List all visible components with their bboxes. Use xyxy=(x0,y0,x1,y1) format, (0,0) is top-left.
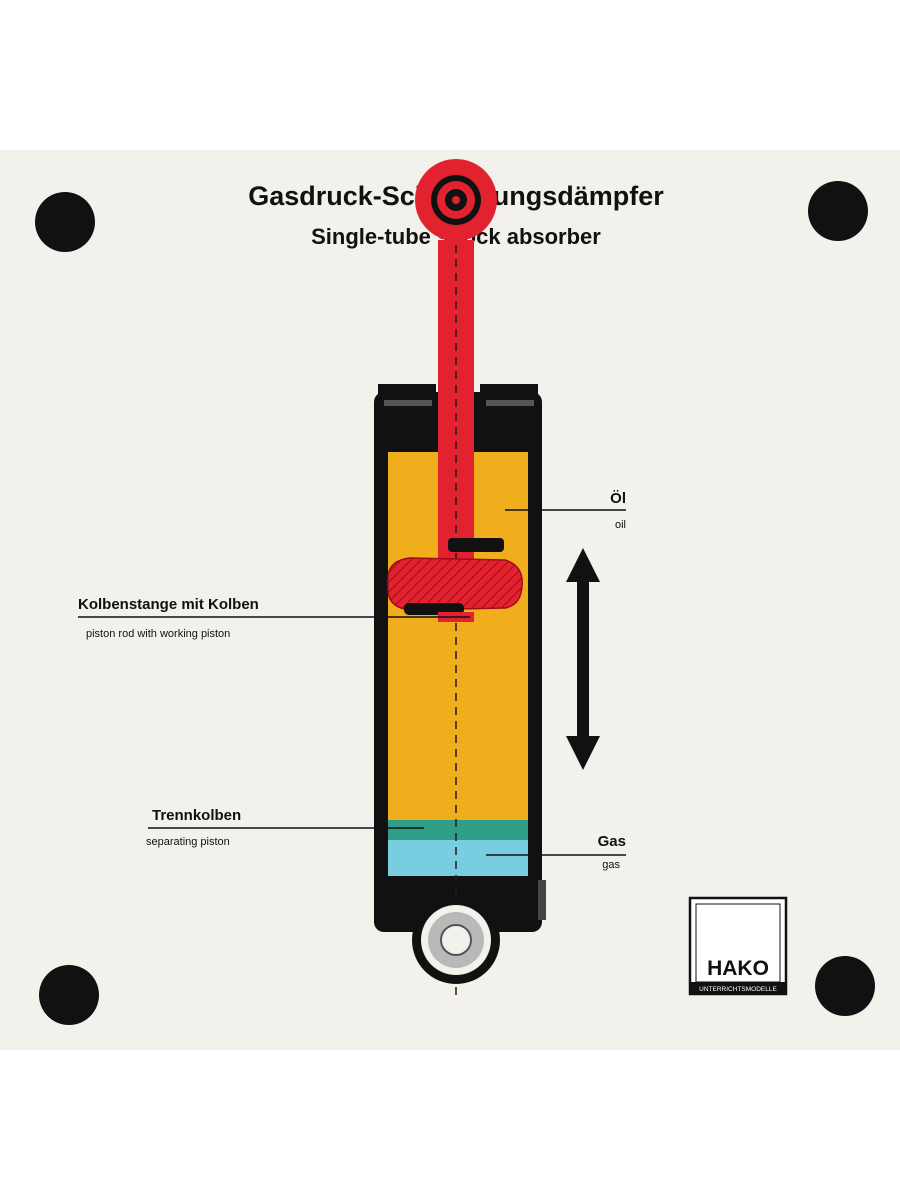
top-cap-groove-left xyxy=(384,400,432,406)
separator-label-de: Trennkolben xyxy=(152,807,241,824)
gas-chamber xyxy=(388,840,528,876)
lower-mount xyxy=(412,896,500,984)
gas-label-en: gas xyxy=(602,859,620,871)
mounting-hole-icon xyxy=(35,192,95,252)
rod-eye-center xyxy=(452,196,460,204)
cylinder xyxy=(374,384,546,932)
oil-label-en: oil xyxy=(615,519,626,531)
separating-piston xyxy=(388,820,528,840)
hako-logo: HAKO UNTERRICHTSMODELLE xyxy=(688,896,788,996)
mounting-hole-icon xyxy=(815,956,875,1016)
top-cap-left xyxy=(378,384,436,398)
piston-rod xyxy=(415,159,497,1000)
piston-valve-top xyxy=(448,538,504,552)
piston-label-de: Kolbenstange mit Kolben xyxy=(78,596,259,613)
top-cap-right xyxy=(480,384,538,398)
oil-label-de: Öl xyxy=(610,490,626,507)
logo-tagline: UNTERRICHTSMODELLE xyxy=(699,986,777,993)
double-arrow-vertical-icon xyxy=(566,548,600,770)
gas-label-de: Gas xyxy=(598,833,626,850)
lower-mount-hole xyxy=(440,924,472,956)
logo-tagline-bar xyxy=(690,982,786,994)
cylinder-base-lip xyxy=(538,880,546,920)
logo-brand: HAKO xyxy=(707,957,769,980)
mounting-hole-icon xyxy=(39,965,99,1025)
piston-body xyxy=(387,557,523,611)
piston-label-en: piston rod with working piston xyxy=(86,628,230,640)
top-cap-groove-right xyxy=(486,400,534,406)
mounting-hole-icon xyxy=(808,181,868,241)
separator-label-en: separating piston xyxy=(146,836,230,848)
